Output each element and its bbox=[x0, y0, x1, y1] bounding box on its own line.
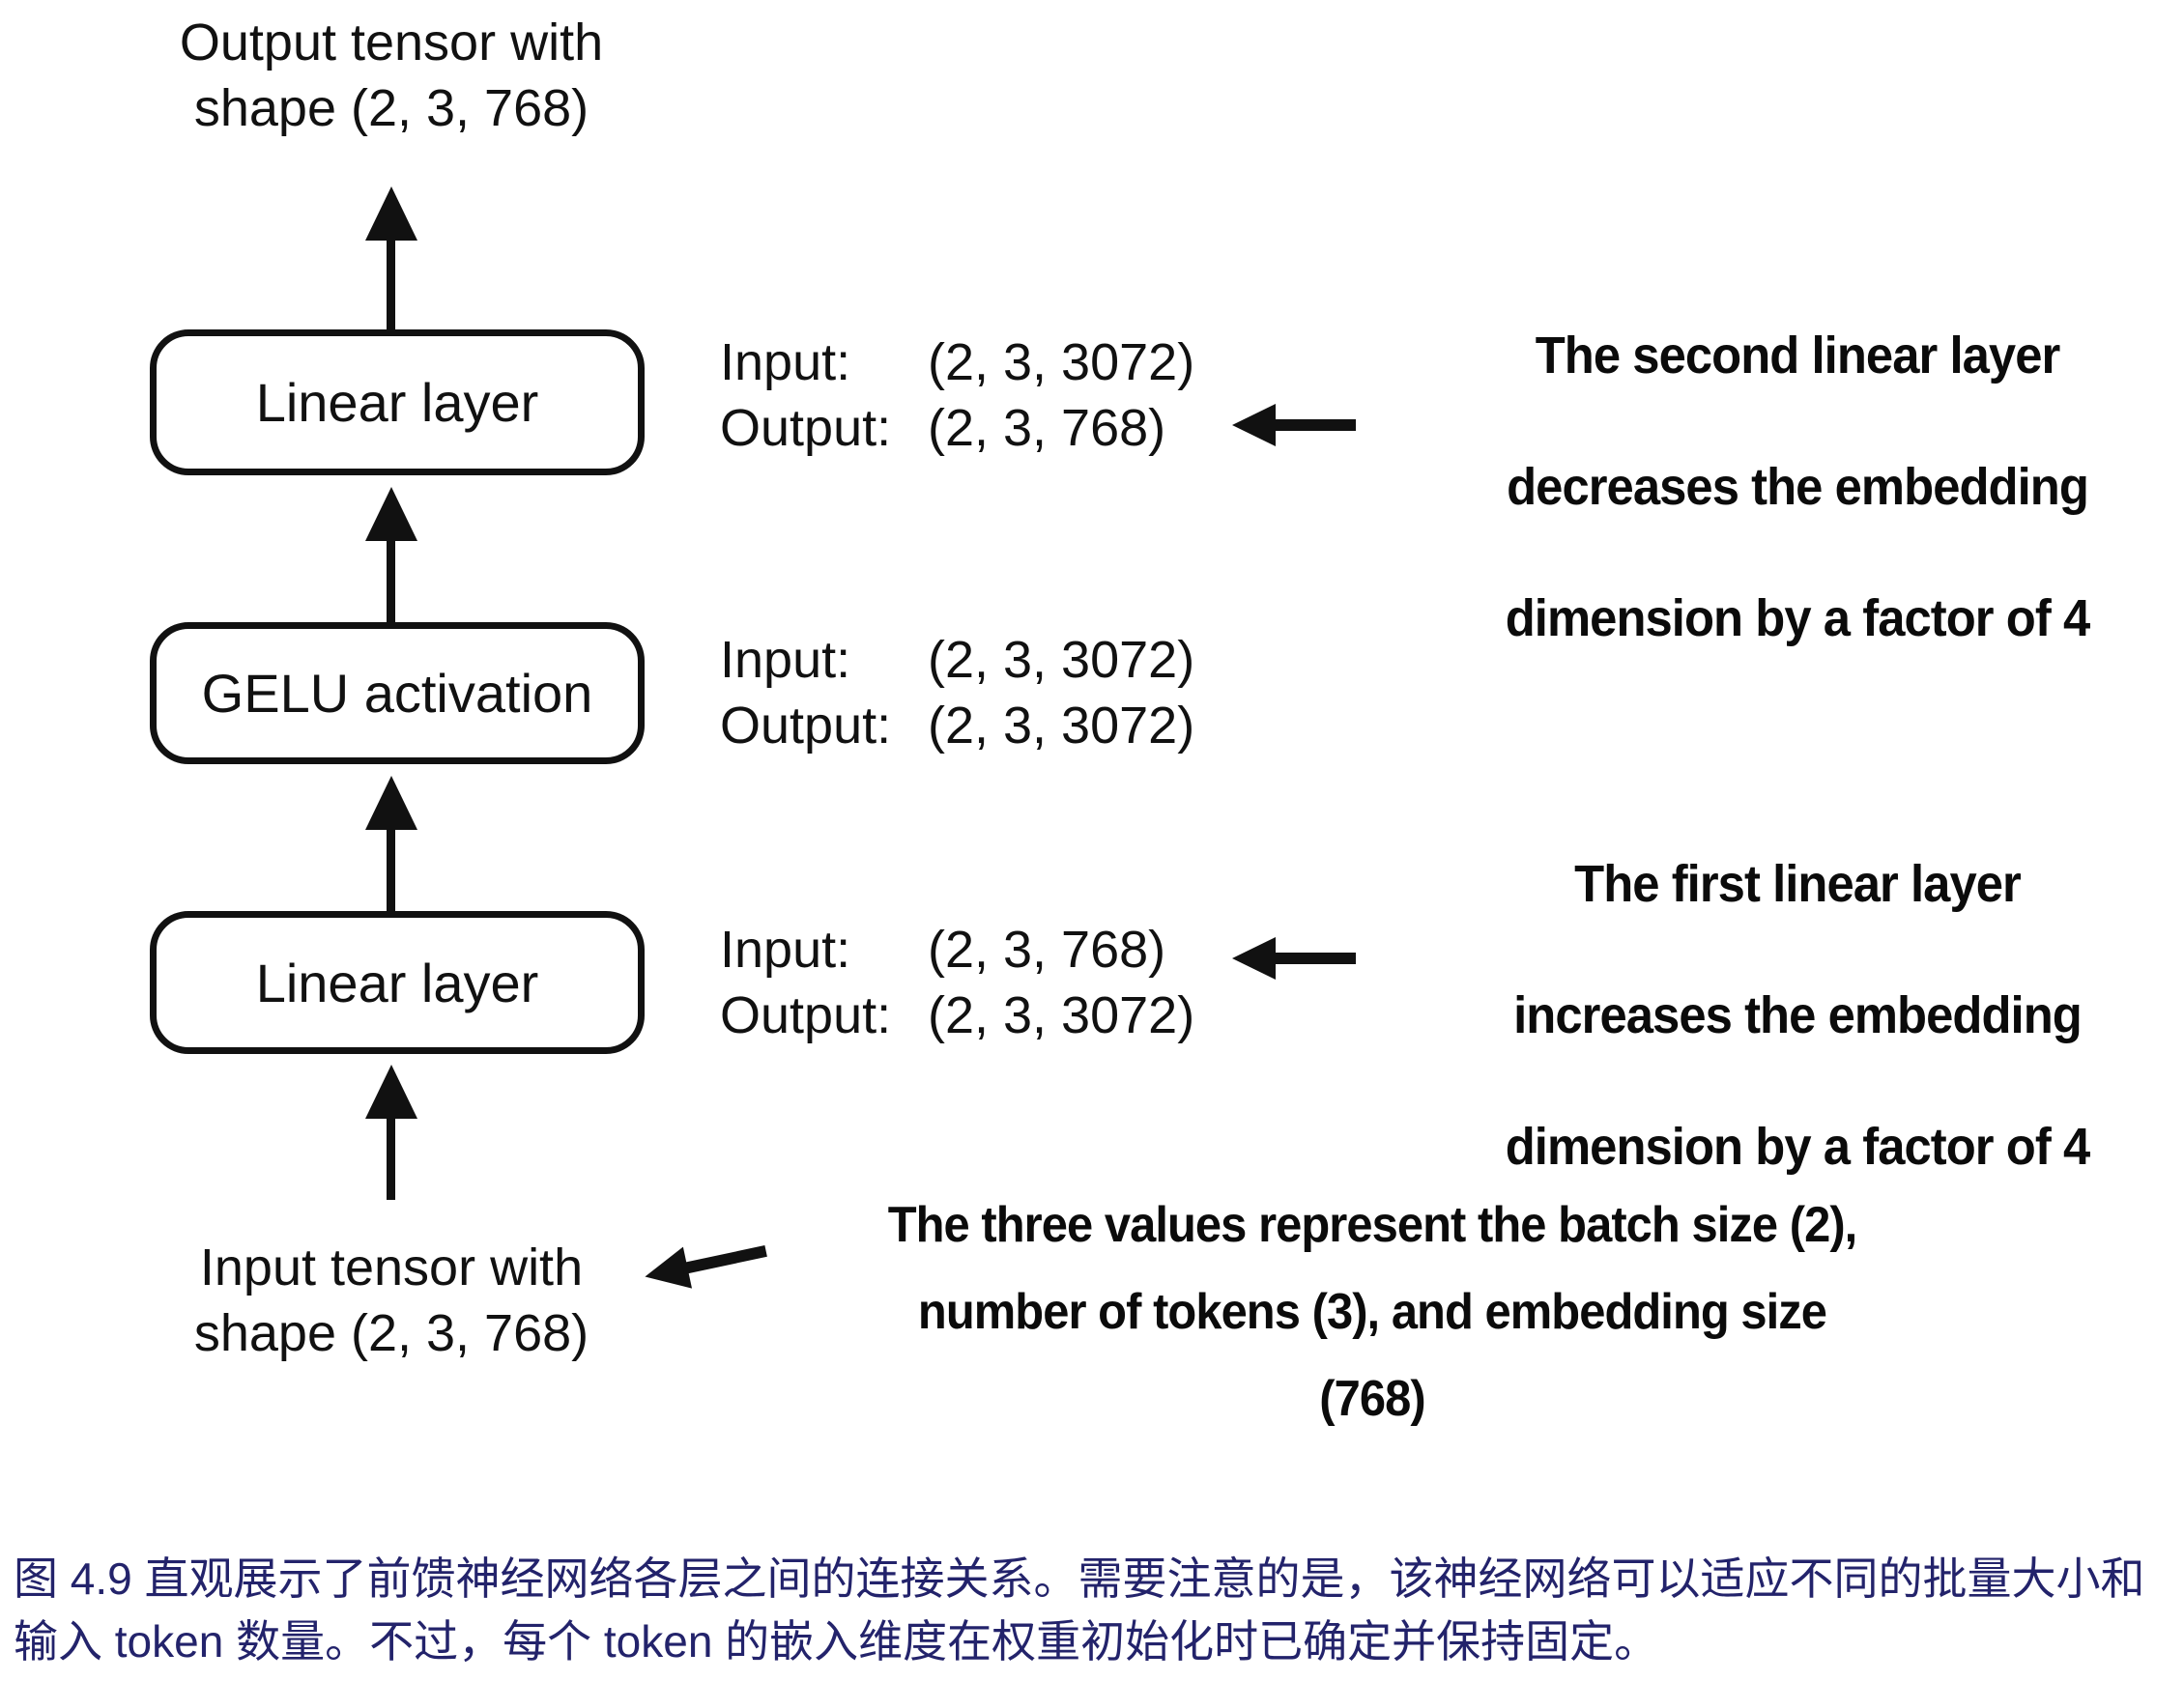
linear-layer-2-label: Linear layer bbox=[255, 372, 539, 433]
io-output-value: (2, 3, 3072) bbox=[928, 697, 1195, 755]
annotation-tensor-values: The three values represent the batch siz… bbox=[887, 1197, 1858, 1427]
arrow-head bbox=[365, 186, 417, 241]
pointer-arrow-input-tensor bbox=[640, 1229, 773, 1298]
io-input-value: (2, 3, 768) bbox=[928, 921, 1166, 979]
arrow-head bbox=[1232, 404, 1276, 446]
io-input-value: (2, 3, 3072) bbox=[928, 333, 1195, 391]
output-tensor-label: Output tensor with shape (2, 3, 768) bbox=[179, 14, 604, 137]
io-input-value: (2, 3, 3072) bbox=[928, 631, 1195, 689]
arrow-shaft bbox=[387, 826, 395, 913]
arrow-head bbox=[1232, 937, 1276, 980]
arrow-shaft bbox=[387, 237, 395, 331]
annotation-first-linear-layer: The first linear layer increases the emb… bbox=[1505, 855, 2090, 1176]
io-input-label: Input: bbox=[720, 921, 851, 979]
pointer-arrow-second-linear bbox=[1232, 403, 1358, 447]
arrow-shaft bbox=[681, 1245, 767, 1275]
input-tensor-label: Input tensor with shape (2, 3, 768) bbox=[193, 1239, 589, 1362]
arrow-head bbox=[365, 487, 417, 541]
io-shapes-linear2: Input: (2, 3, 3072) Output: (2, 3, 768) bbox=[720, 329, 1194, 461]
linear-layer-2-box: Linear layer bbox=[150, 329, 645, 475]
io-output-value: (2, 3, 3072) bbox=[928, 986, 1195, 1044]
gelu-activation-box: GELU activation bbox=[150, 622, 645, 764]
io-input-label: Input: bbox=[720, 333, 851, 391]
pointer-arrow-first-linear bbox=[1232, 936, 1358, 981]
io-input-label: Input: bbox=[720, 631, 851, 689]
annotation-second-linear-layer: The second linear layer decreases the em… bbox=[1505, 327, 2090, 647]
io-output-label: Output: bbox=[720, 399, 892, 457]
io-output-label: Output: bbox=[720, 697, 892, 755]
arrow-shaft bbox=[1271, 419, 1356, 431]
io-output-label: Output: bbox=[720, 986, 892, 1044]
io-shapes-gelu: Input: (2, 3, 3072) Output: (2, 3, 3072) bbox=[720, 627, 1194, 758]
arrow-shaft bbox=[387, 1115, 395, 1200]
figure-caption: 图 4.9 直观展示了前馈神经网络各层之间的连接关系。需要注意的是，该神经网络可… bbox=[14, 1553, 2145, 1667]
io-output-value: (2, 3, 768) bbox=[928, 399, 1166, 457]
io-shapes-linear1: Input: (2, 3, 768) Output: (2, 3, 3072) bbox=[720, 917, 1194, 1048]
arrow-head bbox=[365, 776, 417, 830]
linear-layer-1-label: Linear layer bbox=[255, 952, 539, 1013]
arrow-shaft bbox=[387, 537, 395, 624]
arrow-shaft bbox=[1271, 953, 1356, 964]
arrow-head bbox=[365, 1065, 417, 1119]
linear-layer-1-box: Linear layer bbox=[150, 911, 645, 1054]
gelu-activation-label: GELU activation bbox=[201, 663, 593, 724]
